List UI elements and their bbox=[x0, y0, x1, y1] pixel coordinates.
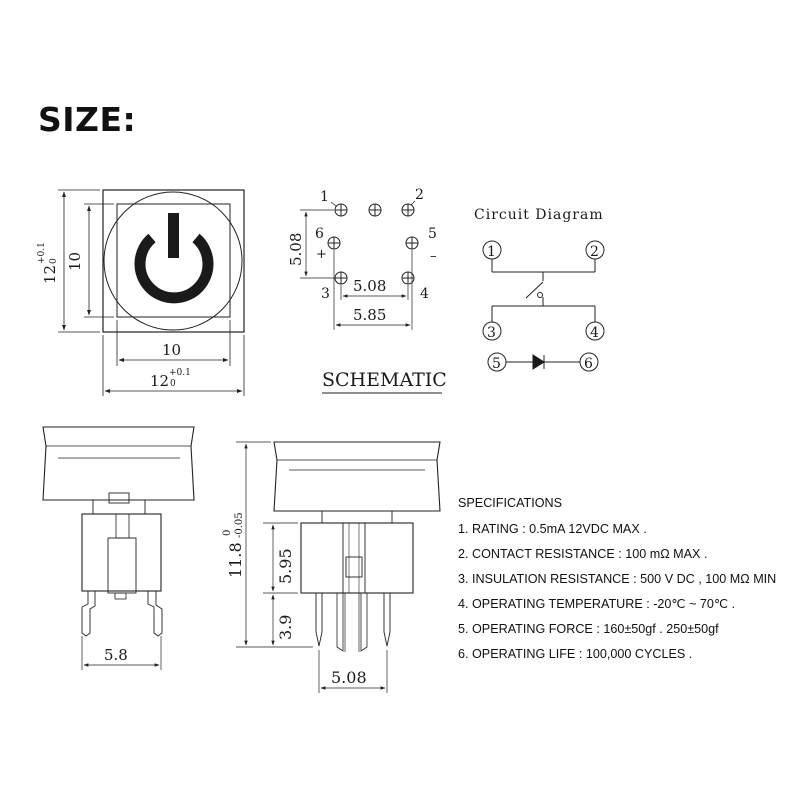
dim-side-width: 5.8 bbox=[104, 646, 128, 664]
dim-inner-height: 10 bbox=[66, 252, 84, 271]
pin-hole-2 bbox=[401, 203, 415, 217]
circuit-label-5: 5 bbox=[492, 356, 501, 372]
dim-front-height-tol-upper: 0 bbox=[222, 530, 233, 536]
dim-front-body: 5.95 bbox=[276, 548, 295, 584]
side-view bbox=[42, 426, 195, 670]
dim-front-pitch: 5.08 bbox=[331, 668, 367, 687]
circuit-title: Circuit Diagram bbox=[474, 207, 604, 223]
pin-hole-center bbox=[368, 203, 382, 217]
dim-pin-inner: 5.08 bbox=[353, 277, 386, 295]
spec-item-rating: 1. RATING : 0.5mA 12VDC MAX . bbox=[458, 522, 647, 536]
pin-hole-6 bbox=[327, 236, 341, 250]
spec-item-operating-life: 6. OPERATING LIFE : 100,000 CYCLES . bbox=[458, 647, 693, 661]
pin-hole-4 bbox=[401, 271, 415, 285]
circuit-node-4 bbox=[585, 321, 605, 341]
dim-front-height-tol-lower: -0.05 bbox=[234, 512, 245, 538]
top-view-labels: 12 +0.1 0 10 10 12 +0.1 0 bbox=[37, 242, 191, 390]
dim-outer-width-tol-lower: 0 bbox=[170, 379, 176, 389]
dim-front-pin: 3.9 bbox=[276, 615, 295, 640]
circuit-label-1: 1 bbox=[487, 244, 496, 260]
switch-lever bbox=[525, 281, 544, 299]
circuit-node-3 bbox=[482, 321, 502, 341]
pin-label-minus: – bbox=[430, 249, 437, 264]
circuit-diagram: Circuit Diagram 1 2 3 4 5 6 bbox=[474, 207, 605, 372]
pin-layout bbox=[300, 200, 419, 330]
pin-label-plus: + bbox=[316, 247, 327, 262]
pin-layout-labels: 1 2 6 + 5 – 3 4 5.08 5.08 5.85 SCHEMATIC bbox=[287, 187, 447, 394]
dim-pin-outer: 5.85 bbox=[353, 306, 386, 324]
led-diode-icon bbox=[532, 354, 545, 370]
spec-item-operating-temperature: 4. OPERATING TEMPERATURE : -20℃ ~ 70℃ . bbox=[458, 597, 736, 611]
front-view-body bbox=[300, 522, 414, 594]
schematic-label: SCHEMATIC bbox=[322, 369, 447, 391]
circuit-label-6: 6 bbox=[584, 356, 593, 372]
front-view bbox=[236, 441, 441, 693]
pin-label-5: 5 bbox=[428, 226, 437, 242]
circuit-label-4: 4 bbox=[590, 325, 599, 341]
side-view-cap bbox=[42, 426, 195, 501]
front-view-labels: 11.8 0 -0.05 5.95 3.9 5.08 bbox=[222, 512, 367, 687]
top-view-cap-circle bbox=[103, 191, 243, 331]
power-icon bbox=[134, 213, 214, 304]
dim-outer-height-tol-upper: +0.1 bbox=[37, 242, 47, 264]
pin-hole-5 bbox=[405, 236, 419, 250]
spec-item-operating-force: 5. OPERATING FORCE : 160±50gf . 250±50gf bbox=[458, 622, 719, 636]
top-view-inner-square bbox=[116, 203, 231, 318]
pin-label-1: 1 bbox=[320, 189, 329, 205]
dim-pin-vertical: 5.08 bbox=[287, 233, 305, 266]
specifications-heading: SPECIFICATIONS bbox=[458, 496, 563, 510]
top-view-outer-square bbox=[102, 189, 245, 333]
dim-front-height: 11.8 bbox=[226, 542, 245, 578]
pin-label-2: 2 bbox=[415, 187, 424, 203]
dim-outer-height-tol-lower: 0 bbox=[49, 258, 59, 264]
pin-label-6: 6 bbox=[315, 226, 324, 242]
circuit-label-2: 2 bbox=[590, 244, 599, 260]
dim-inner-width: 10 bbox=[162, 341, 181, 359]
specifications: SPECIFICATIONS 1. RATING : 0.5mA 12VDC M… bbox=[458, 496, 776, 671]
dim-outer-width-tol-upper: +0.1 bbox=[169, 368, 191, 378]
page-title: SIZE: bbox=[38, 100, 137, 139]
spec-item-contact-resistance: 2. CONTACT RESISTANCE : 100 mΩ MAX . bbox=[458, 547, 708, 561]
pin-hole-3 bbox=[334, 271, 348, 285]
spec-item-insulation-resistance: 3. INSULATION RESISTANCE : 500 V DC , 10… bbox=[458, 572, 777, 586]
dim-outer-width: 12 bbox=[150, 372, 169, 390]
pin-hole-1 bbox=[334, 203, 348, 217]
circuit-label-3: 3 bbox=[487, 325, 496, 341]
side-view-body bbox=[81, 513, 162, 592]
pin-label-4: 4 bbox=[420, 286, 429, 302]
dim-outer-height: 12 bbox=[41, 265, 59, 284]
front-view-cap bbox=[273, 441, 441, 512]
top-view bbox=[58, 189, 245, 396]
pin-label-3: 3 bbox=[321, 286, 330, 302]
